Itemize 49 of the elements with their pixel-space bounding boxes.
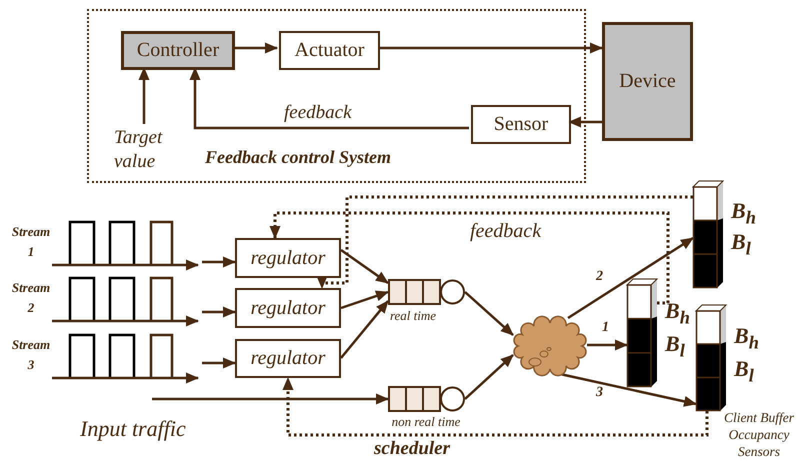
arrow [560, 372, 697, 407]
arrow [233, 42, 278, 54]
regulator-box: regulator [235, 238, 341, 278]
buffer-column-drawing [627, 279, 657, 387]
annotation-text: feedback [470, 220, 542, 243]
edge-label: feedback [282, 102, 354, 124]
regulator-box: regulator [235, 339, 341, 378]
buffer-level-label: B$_{l}$ [731, 229, 751, 260]
arrow [587, 340, 628, 350]
arrow [340, 300, 389, 359]
stream-label: Stream 3 [10, 336, 52, 374]
system-title: Feedback control System [205, 147, 391, 168]
process-box: Controller [121, 31, 235, 70]
regulator-box: regulator [235, 288, 341, 328]
arrow [202, 256, 236, 268]
arrow [567, 236, 694, 320]
stream-label: Stream 1 [10, 223, 52, 261]
queue-drawing [388, 386, 465, 412]
arrow [152, 394, 389, 404]
section-label: scheduler [374, 438, 450, 460]
buffer-level-label: B$_{h}$ [734, 323, 759, 354]
arrow [464, 291, 514, 336]
queue-label: non real time [390, 414, 462, 430]
queue-drawing [388, 279, 465, 305]
arrow [340, 248, 389, 284]
stream-label: Stream 2 [10, 279, 52, 317]
buffer-column-drawing [693, 181, 723, 288]
queue-label: real time [388, 308, 438, 324]
section-label: Input traffic [80, 416, 186, 442]
buffer-level-label: B$_{l}$ [734, 356, 754, 386]
arrow [378, 42, 603, 54]
scheduler-cloud [513, 318, 587, 374]
caption-text: Client Buffer Occupancy Sensors [722, 409, 796, 460]
arrow [340, 290, 389, 310]
arrow [464, 354, 514, 400]
arrow [202, 358, 236, 368]
process-box: Actuator [279, 31, 380, 70]
process-box: Device [602, 22, 693, 141]
buffer-level-label: B$_{h}$ [731, 198, 756, 228]
process-box: Sensor [471, 105, 571, 144]
buffer-level-label: B$_{l}$ [665, 331, 685, 362]
input-label: Target value [110, 126, 182, 176]
dotted-arrow [270, 212, 670, 304]
dotted-arrow [316, 196, 693, 289]
buffer-column-drawing [696, 305, 726, 411]
buffer-level-label: B$_{h}$ [665, 298, 690, 328]
system-boundary [87, 9, 586, 183]
arrow [202, 306, 236, 318]
dotted-arrow [282, 377, 708, 436]
